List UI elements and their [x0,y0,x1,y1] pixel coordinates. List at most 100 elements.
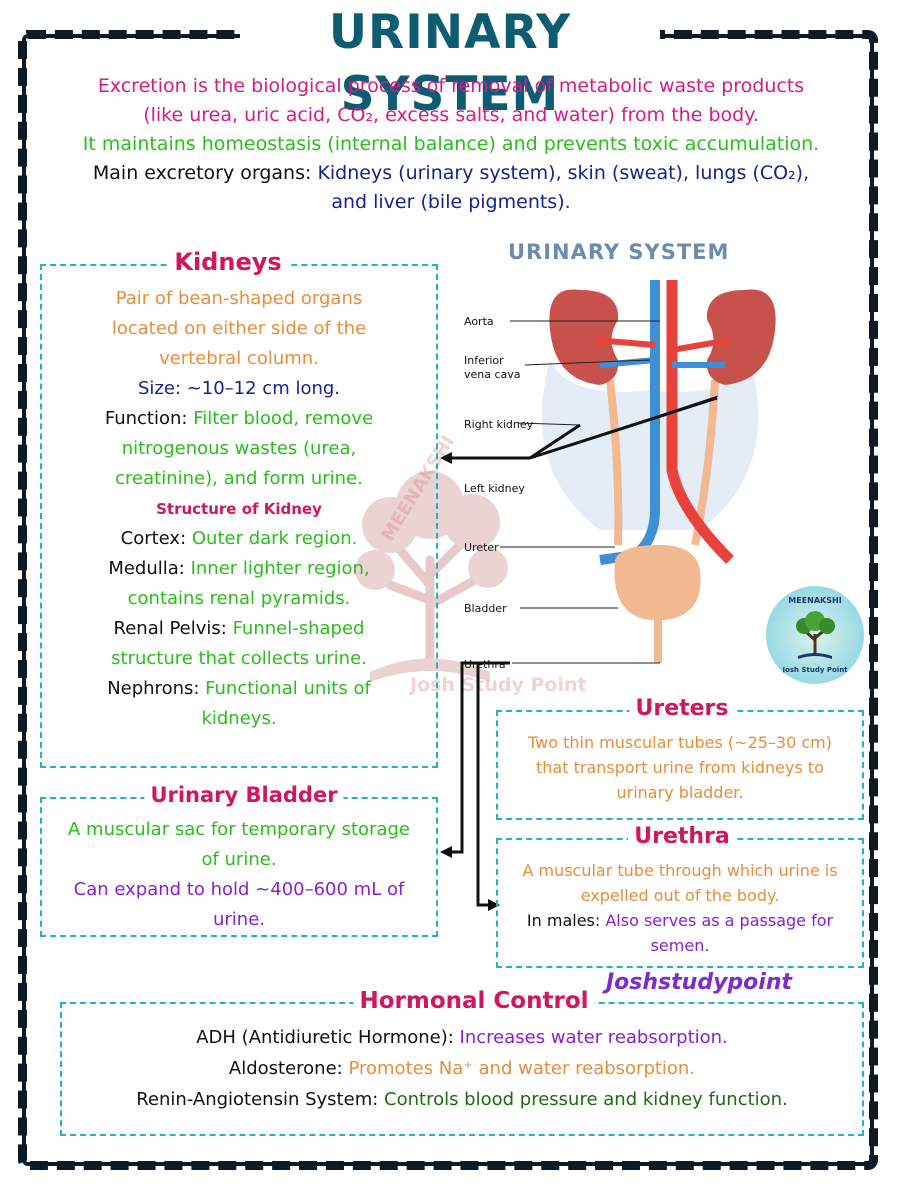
label-bladder: Bladder [464,602,507,615]
tree-leaf-cluster [468,548,508,588]
intro-line-2: (like urea, uric acid, CO₂, excess salts… [143,104,759,126]
nephrons-value-2: kidneys. [201,708,277,729]
bladder-line-1: A muscular sac for temporary storage [68,819,410,840]
ivc-leader [524,359,651,366]
hormonal-content: ADH (Antidiuretic Hormone): Increases wa… [62,1004,862,1115]
label-urethra: Urethra [464,658,506,671]
bladder-content: A muscular sac for temporary storage of … [42,799,436,935]
right-kidney-shape [549,289,619,385]
aldo-label: Aldosterone: [228,1058,349,1079]
renal-vein [599,357,725,368]
organs-value: Kidneys (urinary system), skin (sweat), … [317,162,810,184]
intro-line-3: It maintains homeostasis (internal balan… [82,133,820,155]
kidneys-title: Kidneys [168,248,288,276]
label-aorta: Aorta [464,315,494,328]
aldo-value: Promotes Na⁺ and water reabsorption. [348,1058,696,1079]
nephrons-value-1: Functional units of [205,678,371,699]
intro-line-1: Excretion is the biological process of r… [97,75,805,97]
label-ivc-1: Inferior [464,354,504,367]
ureters-box: Ureters Two thin muscular tubes (~25–30 … [496,696,864,820]
ureters-line-2: that transport urine from kidneys to [536,758,824,777]
bladder-line-2: of urine. [201,849,277,870]
nephrons-label: Nephrons: [107,678,206,699]
kidneys-content: Pair of bean-shaped organs located on ei… [42,266,436,734]
adh-value: Increases water reabsorption. [459,1027,728,1048]
title-banner: URINARY SYSTEM [240,2,660,122]
page-title: URINARY SYSTEM [328,5,572,122]
right-kidney-leader [517,422,581,426]
function-value-3: creatinine), and form urine. [115,468,363,489]
medulla-value-2: contains renal pyramids. [127,588,351,609]
kidney-pointer-arrow [529,396,718,460]
kidneys-box: Kidneys Pair of bean-shaped organs locat… [40,248,438,768]
bladder-line-4: urine. [212,909,265,930]
renin-row: Renin-Angiotensin System: Controls blood… [62,1084,862,1115]
nephrons-row: Nephrons: Functional units of [42,674,436,704]
label-ureter: Ureter [464,541,499,554]
medulla-row: Medulla: Inner lighter region, [42,554,436,584]
kidneys-desc-3: vertebral column. [159,348,319,369]
watermark-tree [355,471,508,682]
hormonal-box: Hormonal Control ADH (Antidiuretic Hormo… [60,988,864,1136]
cortex-value: Outer dark region. [191,528,358,549]
urethra-line-1: A muscular tube through which urine is [522,861,838,880]
bladder-title: Urinary Bladder [144,783,344,807]
pelvis-value-2: structure that collects urine. [111,648,367,669]
urethra-title: Urethra [628,824,736,849]
hormonal-title: Hormonal Control [353,988,595,1014]
renin-value: Controls blood pressure and kidney funct… [384,1089,788,1110]
brand-signature: Joshstudypoint [606,970,793,995]
ureters-line-1: Two thin muscular tubes (~25–30 cm) [528,733,832,752]
label-right-kidney: Right kidney [464,418,534,431]
urethra-line-2: expelled out of the body. [580,886,780,905]
logo-top-text: MEENAKSHI [788,596,842,605]
ureters-line-3: urinary bladder. [616,783,744,802]
males-value-1: Also serves as a passage for [605,911,834,930]
josh-study-point-logo: MEENAKSHI Josh Study Point [766,586,864,684]
urethra-content: A muscular tube through which urine is e… [498,840,862,958]
kidneys-size: Size: ~10–12 cm long. [137,378,341,399]
bladder-line-3: Can expand to hold ~400–600 mL of [73,879,405,900]
urethra-box: Urethra A muscular tube through which ur… [496,824,864,968]
adh-row: ADH (Antidiuretic Hormone): Increases wa… [62,1022,862,1053]
pelvis-label: Renal Pelvis: [113,618,233,639]
ureters-title: Ureters [629,696,735,721]
structure-heading: Structure of Kidney [156,500,322,518]
males-value-2: semen. [650,936,710,955]
urinary-diagram [500,280,776,664]
aldo-row: Aldosterone: Promotes Na⁺ and water reab… [62,1053,862,1084]
urethra-shape [654,618,662,663]
medulla-label: Medulla: [108,558,191,579]
diagram-title: URINARY SYSTEM [508,240,730,264]
kidneys-desc-1: Pair of bean-shaped organs [115,288,363,309]
left-kidney-shape [706,289,776,385]
cortex-row: Cortex: Outer dark region. [42,524,436,554]
label-ivc-2: vena cava [464,368,521,381]
ureters-content: Two thin muscular tubes (~25–30 cm) that… [498,712,862,805]
intro-line-5: and liver (bile pigments). [331,191,571,213]
kidneys-desc-2: located on either side of the [111,318,367,339]
intro-section: Excretion is the biological process of r… [40,72,862,217]
cortex-label: Cortex: [120,528,192,549]
intro-line-4: Main excretory organs: Kidneys (urinary … [40,159,862,188]
urethra-males-row: In males: Also serves as a passage for [498,908,862,933]
function-label: Function: [104,408,194,429]
bladder-box: Urinary Bladder A muscular sac for tempo… [40,783,438,937]
tree-leaf-cluster [362,497,418,553]
pelvis-value-1: Funnel-shaped [232,618,365,639]
tree-leaf-cluster [444,494,500,550]
males-label: In males: [526,911,606,930]
aorta-vessel [666,280,734,564]
kidney-pointer-arrow-2 [529,423,581,460]
renal-artery [594,337,731,353]
function-value-2: nitrogenous wastes (urea, [121,438,357,459]
pelvis-row: Renal Pelvis: Funnel-shaped [42,614,436,644]
kidneys-function: Function: Filter blood, remove [42,404,436,434]
logo-bottom-text: Josh Study Point [782,666,848,674]
right-ureter [606,379,623,546]
medulla-value-1: Inner lighter region, [190,558,370,579]
tree-trunk [385,535,480,665]
organs-label: Main excretory organs: [92,162,318,184]
tree-leaf-cluster [396,471,464,539]
tree-leaf-cluster [355,550,395,590]
